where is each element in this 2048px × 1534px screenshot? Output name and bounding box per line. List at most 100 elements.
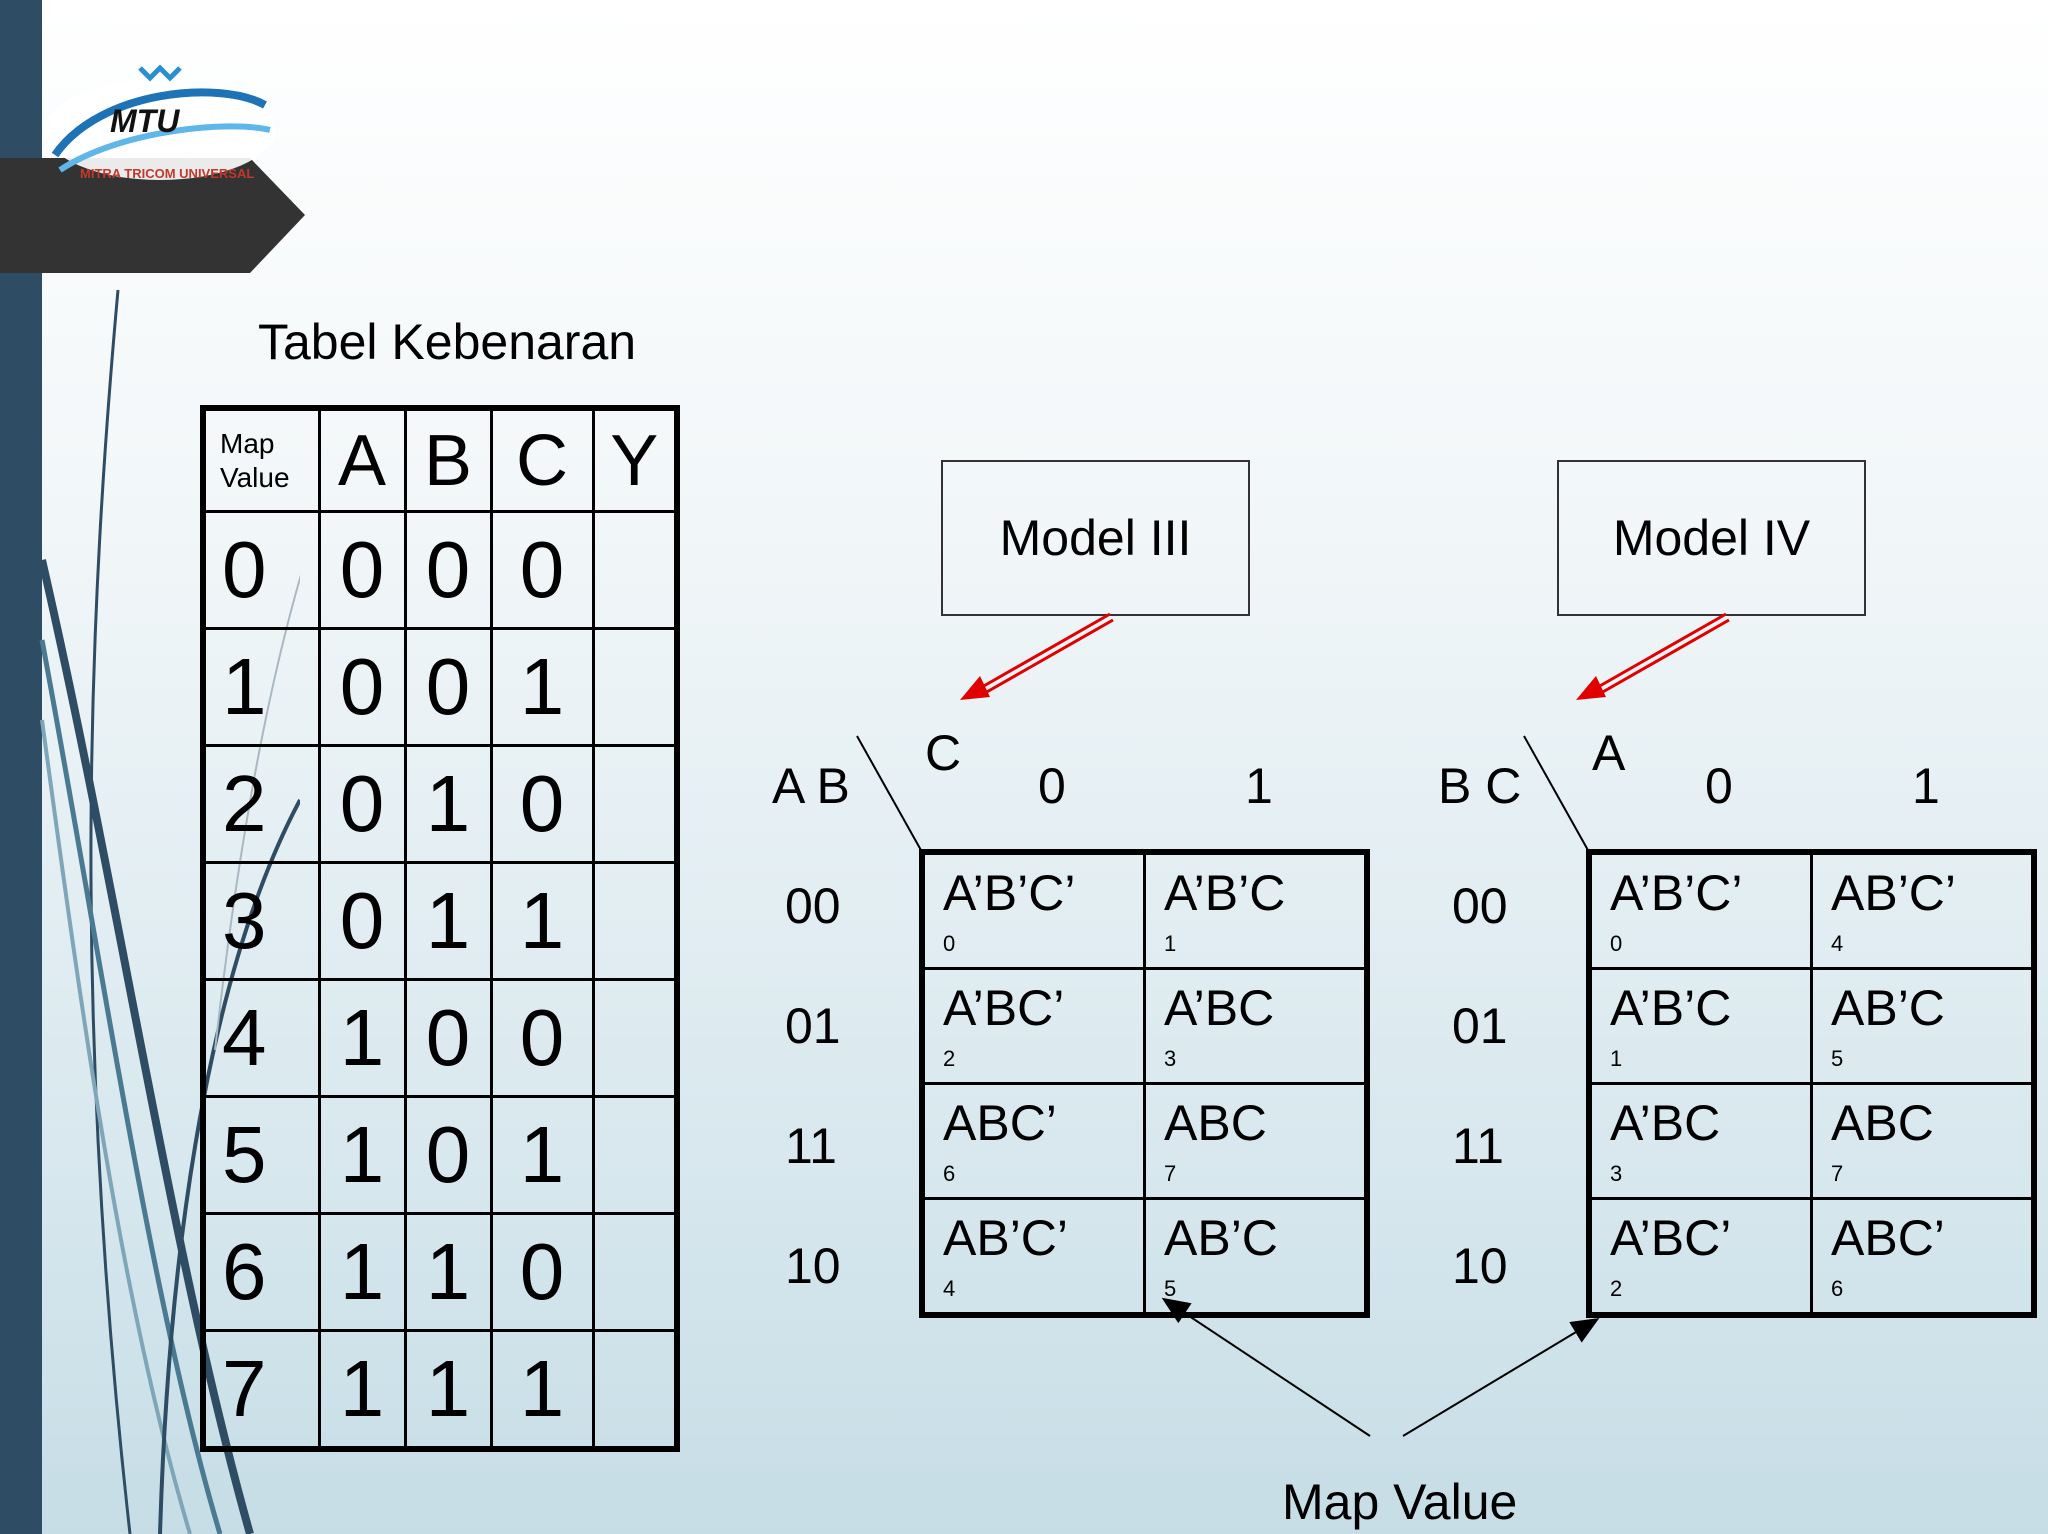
map-value-label: Map Value (1282, 1474, 1518, 1530)
c-cell: 0 (489, 744, 595, 864)
c-cell: 1 (489, 1329, 595, 1451)
header-y: Y (591, 406, 679, 513)
y-cell (591, 861, 679, 981)
b-cell: 1 (403, 744, 493, 864)
kmap-cell: AB’C’4 (1810, 850, 2036, 970)
map-value-arrow-right (1402, 1317, 1600, 1437)
y-cell (591, 1095, 679, 1215)
b-cell: 0 (403, 1095, 493, 1215)
red-arrow-model-iv (1576, 612, 1730, 700)
logo-subtitle: MITRA TRICOM UNIVERSAL (80, 166, 254, 181)
b-cell: 1 (403, 861, 493, 981)
kmap3-col-variable: C (925, 725, 962, 781)
header-banner-shape (0, 158, 305, 273)
kmap4-row-header-01: 01 (1452, 998, 1508, 1054)
map-value-arrow-left (1161, 1297, 1371, 1437)
kmap4-col-header-1: 1 (1912, 758, 1940, 814)
b-cell: 1 (403, 1329, 493, 1451)
c-cell: 1 (489, 1095, 595, 1215)
truth-table-title: Tabel Kebenaran (258, 314, 637, 370)
kmap4-col-variable: A (1592, 725, 1626, 781)
y-cell (591, 744, 679, 864)
a-cell: 0 (317, 861, 407, 981)
map-value-cell: 4 (201, 978, 321, 1098)
b-cell: 0 (403, 510, 493, 630)
c-cell: 0 (489, 510, 595, 630)
map-value-cell: 1 (201, 627, 321, 747)
kmap-cell: ABC’6 (1810, 1197, 2036, 1317)
kmap3-corner-diagonal (856, 735, 923, 853)
kmap-cell: A’B’C’0 (920, 850, 1146, 970)
model-iv-box: Model IV (1557, 460, 1866, 616)
a-cell: 1 (317, 1212, 407, 1332)
a-cell: 0 (317, 510, 407, 630)
kmap-cell: ABC’6 (920, 1082, 1146, 1200)
kmap-row: A’B’C’0 AB’C’4 (1587, 850, 2036, 970)
header-b: B (403, 406, 493, 513)
a-cell: 1 (317, 978, 407, 1098)
kmap-cell: A’BC’2 (920, 967, 1146, 1085)
kmap3-row-header-10: 10 (785, 1238, 841, 1294)
a-cell: 1 (317, 1095, 407, 1215)
company-logo: MTU MITRA TRICOM UNIVERSAL (45, 64, 275, 181)
map-value-cell: 2 (201, 744, 321, 864)
header-a: A (317, 406, 407, 513)
y-cell (591, 627, 679, 747)
kmap3-col-header-1: 1 (1245, 758, 1273, 814)
b-cell: 0 (403, 627, 493, 747)
kmap4-corner-diagonal (1523, 735, 1590, 853)
kmap4-row-header-11: 11 (1452, 1118, 1504, 1174)
logo-text: MTU (110, 103, 180, 139)
a-cell: 0 (317, 627, 407, 747)
model-iii-box: Model III (941, 460, 1250, 616)
map-value-cell: 5 (201, 1095, 321, 1215)
kmap4-row-header-10: 10 (1452, 1238, 1508, 1294)
kmap3-row-header-01: 01 (785, 998, 841, 1054)
map-value-cell: 6 (201, 1212, 321, 1332)
y-cell (591, 1329, 679, 1451)
kmap-row: A’BC’2 ABC’6 (1587, 1197, 2036, 1317)
kmap4-row-variable: B C (1438, 758, 1522, 814)
c-cell: 0 (489, 978, 595, 1098)
b-cell: 1 (403, 1212, 493, 1332)
kmap-cell: A’B’C’0 (1587, 850, 1813, 970)
b-cell: 0 (403, 978, 493, 1098)
c-cell: 1 (489, 627, 595, 747)
kmap3-row-header-11: 11 (785, 1118, 837, 1174)
y-cell (591, 1212, 679, 1332)
y-cell (591, 510, 679, 630)
map-value-cell: 0 (201, 510, 321, 630)
a-cell: 1 (317, 1329, 407, 1451)
map-value-cell: 3 (201, 861, 321, 981)
kmap-cell: AB’C’4 (920, 1197, 1146, 1317)
c-cell: 0 (489, 1212, 595, 1332)
kmap3-row-variable: A B (772, 758, 850, 814)
a-cell: 0 (317, 744, 407, 864)
header-c: C (489, 406, 595, 513)
kmap4-row-header-00: 00 (1452, 878, 1508, 934)
